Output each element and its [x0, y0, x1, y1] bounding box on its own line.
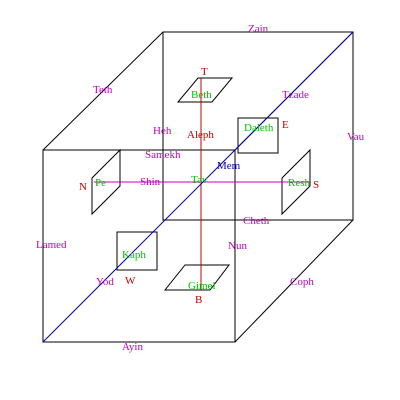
edge-label-left-front: Lamed [36, 239, 67, 251]
edge-label-bottom-inner: Cheth [243, 215, 270, 227]
face-label-top: Beth [191, 89, 212, 101]
west-panel [91, 148, 121, 216]
edge-label-right-bottom: Coph [290, 276, 314, 288]
edge-top-left [42, 31, 164, 151]
face-label-east: Daleth [244, 122, 274, 134]
face-label-center: Tav [191, 174, 208, 186]
north-panel [116, 231, 158, 271]
direction-labels: T E N S W B [79, 66, 319, 306]
axis-diagonal-line [42, 31, 354, 343]
edge-label-right-back: Vau [347, 131, 365, 143]
face-label-south: Resh [288, 177, 311, 189]
edge-labels: Zain Teth Tzade Vau Heh Samekh Lamed Che… [36, 23, 365, 353]
front-face [42, 149, 236, 343]
direction-top: T [201, 66, 208, 78]
face-label-north: Kaph [122, 249, 146, 261]
edge-label-bottom-right: Nun [228, 240, 247, 252]
edge-label-front-top: Samekh [145, 149, 181, 161]
edge-label-left-inner: Heh [153, 125, 172, 137]
face-labels: Beth Daleth Pe Resh Kaph Gimel Tav [95, 89, 311, 292]
top-panel [176, 77, 234, 103]
direction-north: W [125, 275, 136, 287]
face-label-bottom: Gimel [188, 280, 216, 292]
edge-label-front-bottom: Ayin [122, 341, 143, 353]
direction-bottom: B [195, 294, 202, 306]
edge-bottom-right [234, 219, 354, 343]
edge-label-right-top: Tzade [282, 89, 309, 101]
direction-south: S [313, 179, 319, 191]
back-face [162, 31, 354, 221]
axis-label-horizontal: Shin [140, 176, 161, 188]
face-label-west: Pe [95, 177, 106, 189]
south-panel [281, 148, 311, 216]
direction-east: E [282, 119, 289, 131]
face-panels [91, 77, 311, 291]
east-panel [237, 117, 279, 154]
axis-label-diagonal: Mem [217, 160, 241, 172]
axis-label-vertical: Aleph [187, 129, 214, 141]
edge-label-bottom-left: Yod [96, 276, 114, 288]
edge-label-top-back: Zain [248, 23, 269, 35]
edge-label-left-top: Teth [93, 84, 113, 96]
bottom-panel [163, 264, 231, 291]
direction-west: N [79, 181, 87, 193]
